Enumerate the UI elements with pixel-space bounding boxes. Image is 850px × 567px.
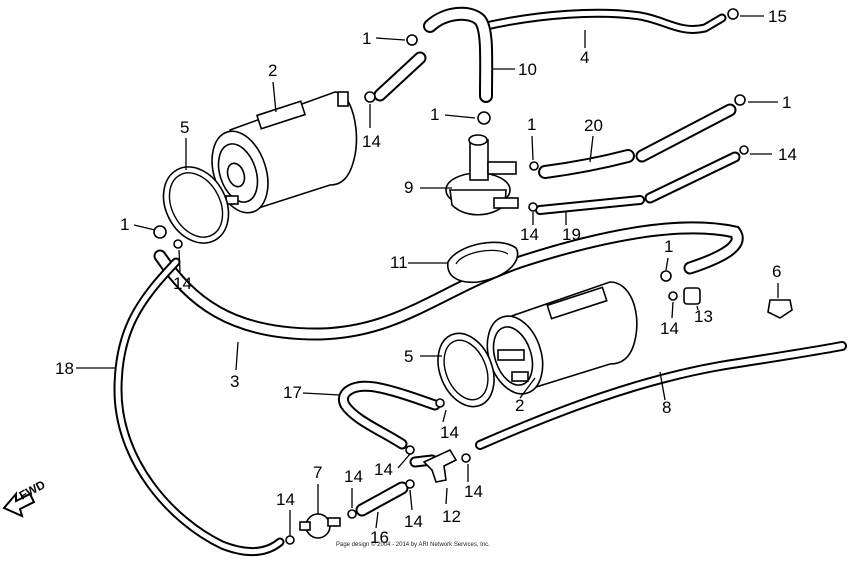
hose-3	[153, 221, 744, 341]
part-number-label: 19	[562, 225, 581, 244]
hose-10	[423, 6, 494, 103]
part-number-label: 1	[120, 215, 129, 234]
part-number-label: 16	[370, 528, 389, 547]
part-number-label: 11	[390, 253, 408, 272]
part-number-label: 13	[694, 307, 713, 326]
copyright-text: Page design © 2004 - 2014 by ARI Network…	[336, 541, 490, 548]
part-number-label: 1	[527, 115, 536, 134]
band-upper	[162, 166, 230, 244]
part-number-label: 17	[283, 383, 302, 402]
hose-19	[535, 195, 645, 215]
part-number-label: 14	[173, 274, 192, 293]
part-number-label: 1	[362, 29, 371, 48]
part-number-label: 14	[440, 423, 459, 442]
hose-short-top	[373, 51, 427, 102]
part-number-label: 14	[520, 225, 539, 244]
part-number-label: 10	[518, 60, 537, 79]
hose-right-upper	[635, 103, 737, 163]
hose-20	[538, 149, 635, 179]
part-number-label: 2	[268, 61, 277, 80]
part-number-label: 14	[464, 482, 483, 501]
part-number-label: 2	[515, 396, 524, 415]
hoses	[113, 6, 847, 557]
part-number-label: 14	[374, 460, 393, 479]
fwd-arrow: FWD	[2, 477, 48, 518]
part-number-label: 1	[664, 237, 673, 256]
valve-9	[445, 134, 519, 216]
part-number-label: 20	[584, 116, 603, 135]
clip-6	[767, 299, 793, 319]
part-number-label: 15	[768, 7, 787, 26]
part-number-label: 18	[55, 359, 74, 378]
hose-8	[475, 341, 847, 450]
filter-7	[299, 513, 341, 539]
hose-right-lower	[644, 151, 741, 204]
canister-upper	[211, 91, 358, 214]
clamps	[153, 8, 749, 545]
canister-lower	[486, 281, 638, 395]
part-number-label: 8	[662, 398, 671, 417]
part-number-label: 14	[344, 467, 363, 486]
band-11	[447, 241, 519, 284]
part-number-label: 14	[276, 490, 295, 509]
hose-18	[113, 257, 285, 557]
part-number-label: 4	[580, 48, 589, 67]
leader-lines	[76, 15, 779, 536]
hose-4	[481, 8, 727, 34]
part-number-label: 6	[772, 262, 781, 281]
joint-13	[683, 287, 701, 305]
part-number-label: 12	[442, 507, 461, 526]
part-number-label: 14	[362, 132, 381, 151]
part-number-label: 1	[430, 105, 439, 124]
part-number-label: 5	[180, 118, 189, 137]
part-number-label: 14	[660, 319, 679, 338]
part-number-label: 1	[782, 93, 791, 112]
joint-12	[422, 448, 458, 483]
part-number-label: 3	[230, 372, 239, 391]
hose-16	[355, 481, 409, 517]
part-number-label: 5	[404, 347, 413, 366]
part-number-label: 14	[778, 145, 797, 164]
part-number-label: 7	[313, 463, 322, 482]
part-number-label: 9	[404, 178, 413, 197]
band-lower	[437, 332, 495, 408]
part-number-label: 14	[404, 512, 423, 531]
hose-17	[338, 380, 441, 450]
